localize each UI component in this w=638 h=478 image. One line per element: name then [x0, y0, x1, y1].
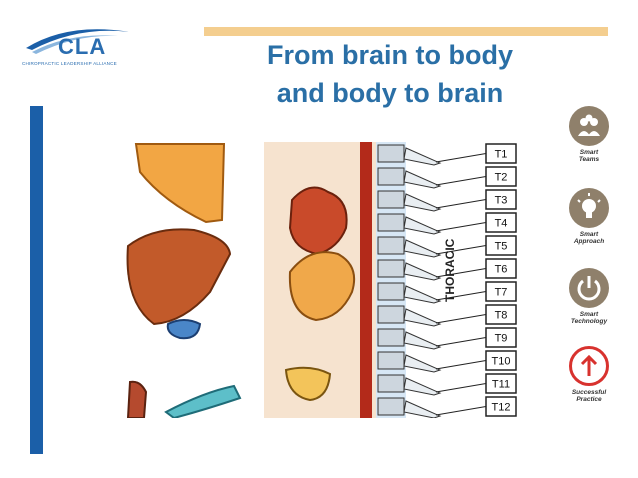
- nerve-leader-line: [435, 406, 487, 416]
- nerve-leader-line: [435, 383, 487, 393]
- power-icon: [569, 268, 609, 308]
- vertebra-process: [403, 193, 442, 212]
- logo-name: CLA: [58, 34, 107, 59]
- nerve-leader-line: [435, 199, 487, 209]
- aorta-shape: [360, 142, 372, 418]
- logo-tagline: CHIROPRACTIC LEADERSHIP ALLIANCE: [22, 61, 117, 66]
- vertebra-label: T12: [492, 402, 511, 414]
- sidebar-item-smart-approach: Smart Approach: [562, 188, 616, 245]
- sidebar-label-line1: Successful: [571, 389, 607, 396]
- vertebra: [377, 167, 405, 186]
- vertebra-label: T5: [495, 241, 508, 253]
- vertebra-label: T8: [495, 310, 508, 322]
- vertebra-process: [403, 147, 442, 166]
- vertebra-process: [403, 308, 442, 327]
- gallbladder-shape: [166, 319, 202, 340]
- vertebra-label: T2: [495, 172, 508, 184]
- people-icon: [569, 106, 609, 146]
- stomach-shape: [288, 251, 356, 322]
- vertebra: [377, 305, 405, 324]
- intestine-shape: [164, 384, 242, 420]
- heart-shape: [288, 186, 348, 256]
- vertebra-process: [403, 377, 442, 396]
- nerve-leader-line: [435, 153, 487, 163]
- vertebra-label: T6: [495, 264, 508, 276]
- vertebra-process: [403, 331, 442, 350]
- vertebra: [377, 213, 405, 232]
- vertebra-process: [403, 239, 442, 258]
- vertebra: [377, 236, 405, 255]
- arrow-up-icon: [569, 346, 609, 386]
- nerve-leader-line: [435, 245, 487, 255]
- sidebar-label-line1: Smart: [579, 311, 599, 318]
- vertebra-process: [403, 170, 442, 189]
- kidney-shape: [126, 380, 148, 419]
- vertebra: [377, 190, 405, 209]
- vertebra: [377, 397, 405, 416]
- liver-shape: [126, 228, 232, 326]
- vertebra-process: [403, 216, 442, 235]
- sidebar-label-line2: Teams: [578, 156, 600, 163]
- left-accent-bar: [30, 106, 43, 454]
- nerve-leader-line: [435, 176, 487, 186]
- vertebra-label: T7: [495, 287, 508, 299]
- sidebar-label-line1: Smart: [579, 149, 599, 156]
- vertebra-label: T11: [492, 379, 510, 391]
- nerve-leader-line: [435, 268, 487, 278]
- sidebar-label-line1: Smart: [579, 231, 599, 238]
- top-accent-bar: [204, 27, 608, 36]
- vertebra-label: T3: [495, 195, 508, 207]
- sidebar-item-successful-practice: Successful Practice: [562, 346, 616, 403]
- vertebra-label: T10: [492, 356, 511, 368]
- nerve-leader-line: [435, 222, 487, 232]
- sidebar-label-line2: Technology: [570, 318, 608, 325]
- sidebar-item-smart-teams: Smart Teams: [562, 106, 616, 163]
- vertebra-process: [403, 285, 442, 304]
- nerve-leader-line: [435, 291, 487, 301]
- vertebra: [377, 282, 405, 301]
- vertebra: [377, 374, 405, 393]
- thoracic-label: THORACIC: [443, 238, 457, 302]
- sidebar-label-line2: Practice: [576, 396, 602, 403]
- sidebar-label-line2: Approach: [573, 238, 605, 245]
- vertebra-label: T1: [495, 149, 508, 161]
- vertebra-label: T4: [495, 218, 508, 230]
- nerve-leader-line: [435, 314, 487, 324]
- vertebra: [377, 259, 405, 278]
- adrenal-shape: [284, 366, 332, 402]
- vertebrae-group: [377, 144, 442, 419]
- nerve-leader-line: [435, 360, 487, 370]
- sidebar-item-smart-technology: Smart Technology: [562, 268, 616, 325]
- slide-title-line-2: and body to brain: [276, 78, 504, 108]
- slide-title: From brain to body and body to brain: [215, 36, 565, 112]
- vertebra: [377, 351, 405, 370]
- nerve-leader-line: [435, 337, 487, 347]
- vertebra-process: [403, 262, 442, 281]
- lung-shape: [134, 143, 226, 224]
- vertebra: [377, 328, 405, 347]
- slide-title-line-1: From brain to body: [267, 40, 513, 70]
- cla-logo: CLA CHIROPRACTIC LEADERSHIP ALLIANCE: [18, 20, 138, 70]
- vertebra-process: [403, 354, 442, 373]
- vertebra-label: T9: [495, 333, 508, 345]
- lightbulb-icon: [569, 188, 609, 228]
- logo-swoosh-icon: [26, 29, 130, 54]
- vertebra: [377, 144, 405, 163]
- spinal-cord-shape: [376, 142, 406, 418]
